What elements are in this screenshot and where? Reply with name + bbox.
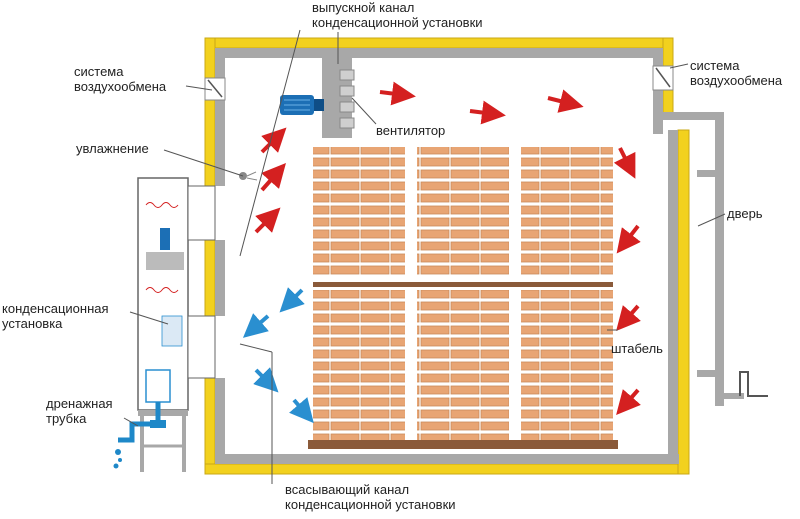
outlet-channel-label: выпускной канал конденсационной установк… (312, 0, 483, 30)
damper-icon (652, 65, 674, 91)
stack (308, 147, 618, 449)
flow-arrow-icon (279, 287, 305, 313)
stack-label: штабель (611, 341, 663, 356)
condensation-unit (137, 177, 216, 472)
outlet-channel-line-1: выпускной канал (312, 0, 415, 15)
flow-arrow-icon (253, 367, 279, 393)
flow-arrow-icon (616, 224, 641, 254)
outlet-channel-line-2: конденсационной установки (312, 15, 483, 30)
condensation-unit-line-1: конденсационная (2, 301, 109, 316)
damper-icon (204, 77, 226, 101)
air-exchange-left-label: система воздухообмена (74, 64, 166, 94)
cool-air-flow (242, 287, 314, 424)
flow-arrow-icon (616, 388, 641, 416)
air-exchange-right-label: система воздухообмена (690, 58, 782, 88)
fan-icon (280, 95, 324, 115)
leader-lines (123, 29, 726, 484)
air-exchange-left-line-1: система (74, 64, 124, 79)
flow-arrow-icon (613, 147, 636, 179)
suction-channel-line-2: конденсационной установки (285, 497, 456, 512)
flow-arrow-icon (469, 100, 506, 125)
fan-label: вентилятор (376, 123, 446, 138)
suction-channel-label: всасывающий канал конденсационной устано… (285, 482, 456, 512)
kiln-inner-wall (215, 48, 679, 464)
condensation-unit-line-2: установка (2, 316, 63, 331)
flow-arrow-icon (616, 304, 641, 332)
flow-arrow-icon (254, 207, 281, 234)
flow-arrow-icon (242, 313, 270, 338)
outlet-channel (322, 58, 355, 138)
flow-arrow-icon (260, 163, 286, 192)
air-exchange-right-line-1: система (690, 58, 740, 73)
drain-tube-line-2: трубка (46, 411, 87, 426)
door-frame (663, 112, 768, 406)
drain-tube-line-1: дренажная (46, 396, 113, 411)
flow-arrow-icon (379, 81, 416, 106)
flow-arrow-icon (289, 397, 314, 424)
air-exchange-left-line-2: воздухообмена (74, 79, 167, 94)
hot-air-flow (254, 81, 641, 416)
drain-pipe-icon (113, 402, 166, 469)
humidification-label: увлажнение (76, 141, 149, 156)
door-label: дверь (727, 206, 763, 221)
flow-arrow-icon (547, 89, 584, 113)
drain-tube-label: дренажная трубка (46, 396, 113, 426)
suction-channel-line-1: всасывающий канал (285, 482, 410, 497)
condensation-unit-label: конденсационная установка (2, 301, 109, 331)
air-exchange-right-line-2: воздухообмена (690, 73, 783, 88)
